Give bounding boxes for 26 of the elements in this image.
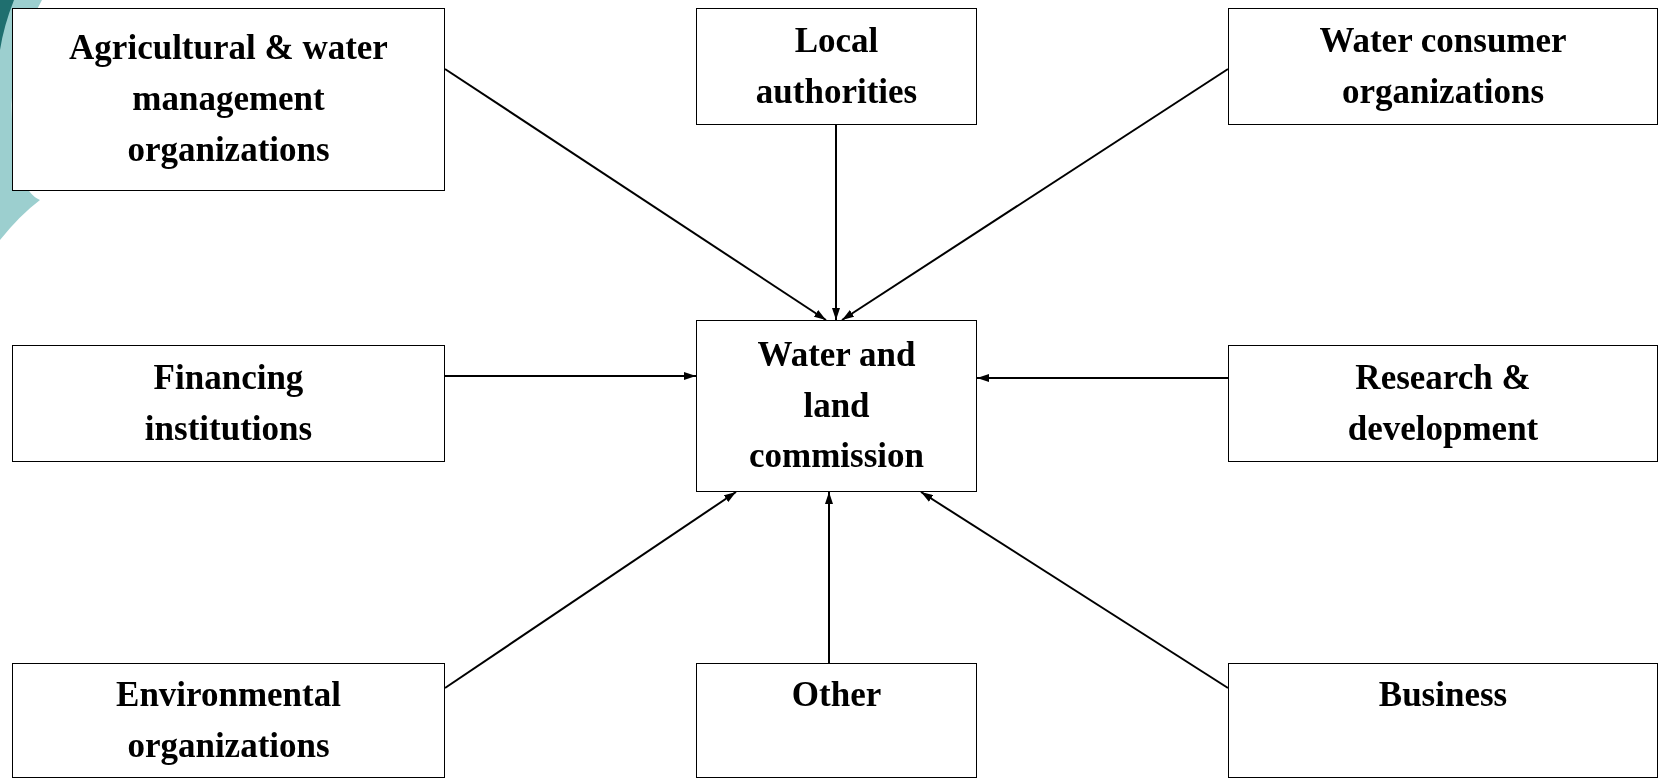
process-box: [1228, 8, 1658, 125]
arrow: [444, 491, 737, 689]
box-label: Other: [791, 674, 882, 716]
arrow: [444, 372, 697, 380]
process-box: [1228, 663, 1658, 778]
process-box: [1228, 345, 1658, 462]
process-box: [696, 320, 977, 492]
process-box: [12, 8, 445, 191]
arrow: [841, 68, 1229, 321]
box-label: Business: [1378, 674, 1508, 716]
box-label: Environmental organizations: [115, 674, 342, 767]
arrow: [976, 374, 1229, 382]
box-label: Research & development: [1346, 356, 1540, 450]
process-box: [696, 8, 977, 125]
box-label: Agricultural & water management organizations: [68, 27, 389, 171]
arrow: [444, 68, 827, 321]
process-box: [12, 663, 445, 778]
box-label: Water and land commission: [748, 333, 925, 478]
box-label: Local authorities: [754, 19, 919, 113]
arrow: [920, 491, 1229, 689]
arrow: [832, 124, 840, 321]
process-box: [696, 663, 977, 778]
arrow: [825, 491, 833, 664]
box-label: Water consumer organizations: [1318, 19, 1568, 113]
box-label: Financing institutions: [143, 356, 314, 450]
process-box: [12, 345, 445, 462]
